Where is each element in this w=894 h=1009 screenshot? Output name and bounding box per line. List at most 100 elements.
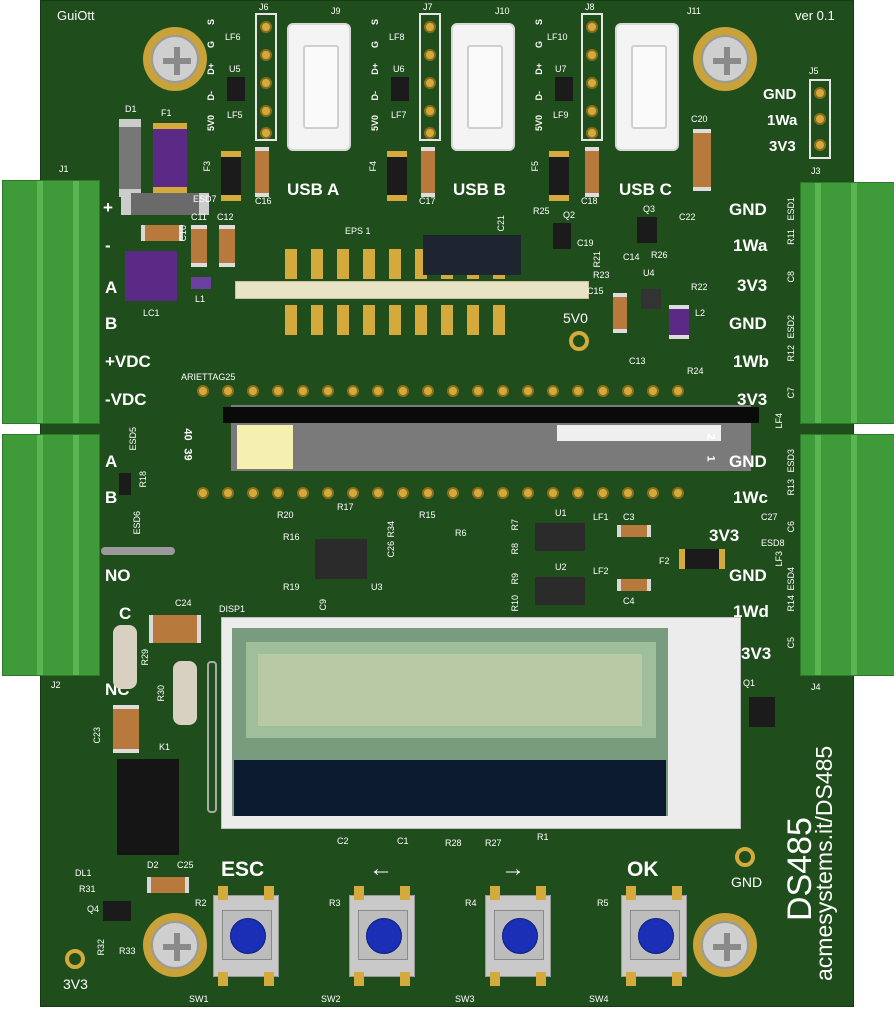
c25-ref: C25 bbox=[177, 860, 194, 870]
j3-label-1wa: 1Wa bbox=[733, 236, 768, 255]
terminal-block-j2[interactable] bbox=[2, 434, 100, 676]
right-button[interactable] bbox=[485, 886, 551, 986]
lf10-ref: LF10 bbox=[547, 32, 568, 42]
c4-capacitor bbox=[617, 579, 651, 591]
f1-ref: F1 bbox=[161, 108, 172, 118]
arietta-connector bbox=[237, 425, 293, 469]
c18-capacitor bbox=[585, 147, 599, 197]
esd5-ref: ESD5 bbox=[128, 427, 138, 451]
tp-3v3-label: 3V3 bbox=[63, 976, 88, 992]
right-button-knob[interactable] bbox=[502, 918, 538, 954]
l2-ref: L2 bbox=[695, 308, 706, 318]
c2-ref: C2 bbox=[337, 836, 349, 846]
tp-gnd-pad[interactable] bbox=[735, 847, 755, 867]
c16-capacitor bbox=[255, 147, 269, 197]
esd7-diode bbox=[121, 193, 209, 215]
lf6-ref: LF6 bbox=[225, 32, 241, 42]
j4-label-3v3-1: 3V3 bbox=[709, 526, 740, 545]
arietta-pin-rows bbox=[197, 385, 725, 505]
esd8-ref: ESD8 bbox=[761, 538, 785, 548]
j8-pin-s: S bbox=[534, 19, 544, 26]
tp-5v0-pad[interactable] bbox=[569, 331, 589, 351]
usb-b-connector[interactable] bbox=[451, 23, 515, 151]
sw1-ref: SW1 bbox=[189, 994, 209, 1004]
q2-ref: Q2 bbox=[563, 210, 576, 220]
usb-a-connector[interactable] bbox=[287, 23, 351, 151]
eps-module-connector bbox=[235, 281, 589, 299]
j1-label-b: B bbox=[105, 314, 118, 333]
r10-ref: R10 bbox=[510, 595, 520, 612]
lf5-ref: LF5 bbox=[227, 110, 243, 120]
eps-label: EPS 1 bbox=[345, 226, 371, 236]
j1-label-a: A bbox=[105, 278, 118, 297]
j7-pin-g: G bbox=[370, 41, 380, 49]
j2-label-no: NO bbox=[105, 566, 131, 585]
u1-chip bbox=[535, 523, 585, 551]
c20-ref: C20 bbox=[691, 114, 708, 124]
u3-chip bbox=[315, 539, 367, 579]
arietta-pin-39: 39 bbox=[181, 448, 194, 461]
f2-fuse bbox=[679, 549, 725, 569]
d1-diode bbox=[119, 119, 141, 197]
u6-ref: U6 bbox=[393, 64, 405, 74]
lf7-ref: LF7 bbox=[391, 110, 407, 120]
j7-pin-dplus: D+ bbox=[370, 63, 380, 75]
d2-ref: D2 bbox=[147, 860, 159, 870]
j4-ref: J4 bbox=[811, 682, 821, 692]
f4-ref: F4 bbox=[368, 161, 378, 172]
r26-ref: R26 bbox=[651, 250, 668, 260]
f3-fuse bbox=[221, 151, 241, 201]
l1-ref: L1 bbox=[195, 294, 206, 304]
lf4-ref: LF4 bbox=[774, 413, 784, 429]
f5-fuse bbox=[549, 151, 569, 201]
c4-ref: C4 bbox=[623, 596, 635, 606]
c23-ref: C23 bbox=[92, 727, 102, 744]
c12-capacitor bbox=[219, 225, 235, 267]
u3-ref: U3 bbox=[371, 582, 383, 592]
j3-label-gnd-2: GND bbox=[729, 314, 767, 333]
l2-inductor bbox=[669, 305, 689, 339]
r1-ref: R1 bbox=[537, 832, 549, 842]
tp-3v3-pad[interactable] bbox=[65, 949, 85, 969]
usb-c-connector[interactable] bbox=[615, 23, 679, 151]
k1-ref: K1 bbox=[159, 742, 171, 752]
terminal-block-j1[interactable] bbox=[2, 180, 100, 424]
f5-ref: F5 bbox=[530, 161, 540, 172]
left-button[interactable] bbox=[349, 886, 415, 986]
r20-ref: R20 bbox=[277, 510, 294, 520]
left-button-knob[interactable] bbox=[366, 918, 402, 954]
r22-ref: R22 bbox=[691, 282, 708, 292]
r15-ref: R15 bbox=[419, 510, 436, 520]
u2-chip bbox=[535, 577, 585, 605]
j2-label-a: A bbox=[105, 452, 118, 471]
c25-capacitor bbox=[147, 877, 189, 893]
sw2-ref: SW2 bbox=[321, 994, 341, 1004]
r13-ref: R13 bbox=[786, 479, 796, 496]
r6-ref: R6 bbox=[455, 528, 467, 538]
q3-ref: Q3 bbox=[643, 204, 656, 214]
right-button-label: → bbox=[501, 855, 525, 882]
sw3-ref: SW3 bbox=[455, 994, 475, 1004]
header-j6-ref: J6 bbox=[259, 2, 269, 12]
r28-ref: R28 bbox=[445, 838, 462, 848]
sw4-ref: SW4 bbox=[589, 994, 609, 1004]
usb-c-ref: J11 bbox=[687, 6, 701, 16]
c21-ref: C21 bbox=[496, 215, 506, 232]
esc-button-label: ESC bbox=[221, 858, 265, 881]
c14-ref: C14 bbox=[623, 252, 640, 262]
esd6-ref: ESD6 bbox=[132, 511, 142, 535]
esc-button[interactable] bbox=[213, 886, 279, 986]
esc-button-knob[interactable] bbox=[230, 918, 266, 954]
terminal-block-j4[interactable] bbox=[800, 434, 894, 676]
r30-resistor bbox=[173, 661, 197, 725]
u6-chip bbox=[391, 77, 409, 101]
disp1-ref: DISP1 bbox=[219, 604, 246, 614]
terminal-block-j3[interactable] bbox=[800, 182, 894, 424]
ok-button-knob[interactable] bbox=[638, 918, 674, 954]
q4-transistor bbox=[103, 901, 131, 921]
ok-button[interactable] bbox=[621, 886, 687, 986]
r18-ref: R18 bbox=[138, 471, 148, 488]
c1-ref: C1 bbox=[397, 836, 409, 846]
r7-ref: R7 bbox=[510, 519, 520, 531]
u4-chip bbox=[641, 289, 661, 309]
